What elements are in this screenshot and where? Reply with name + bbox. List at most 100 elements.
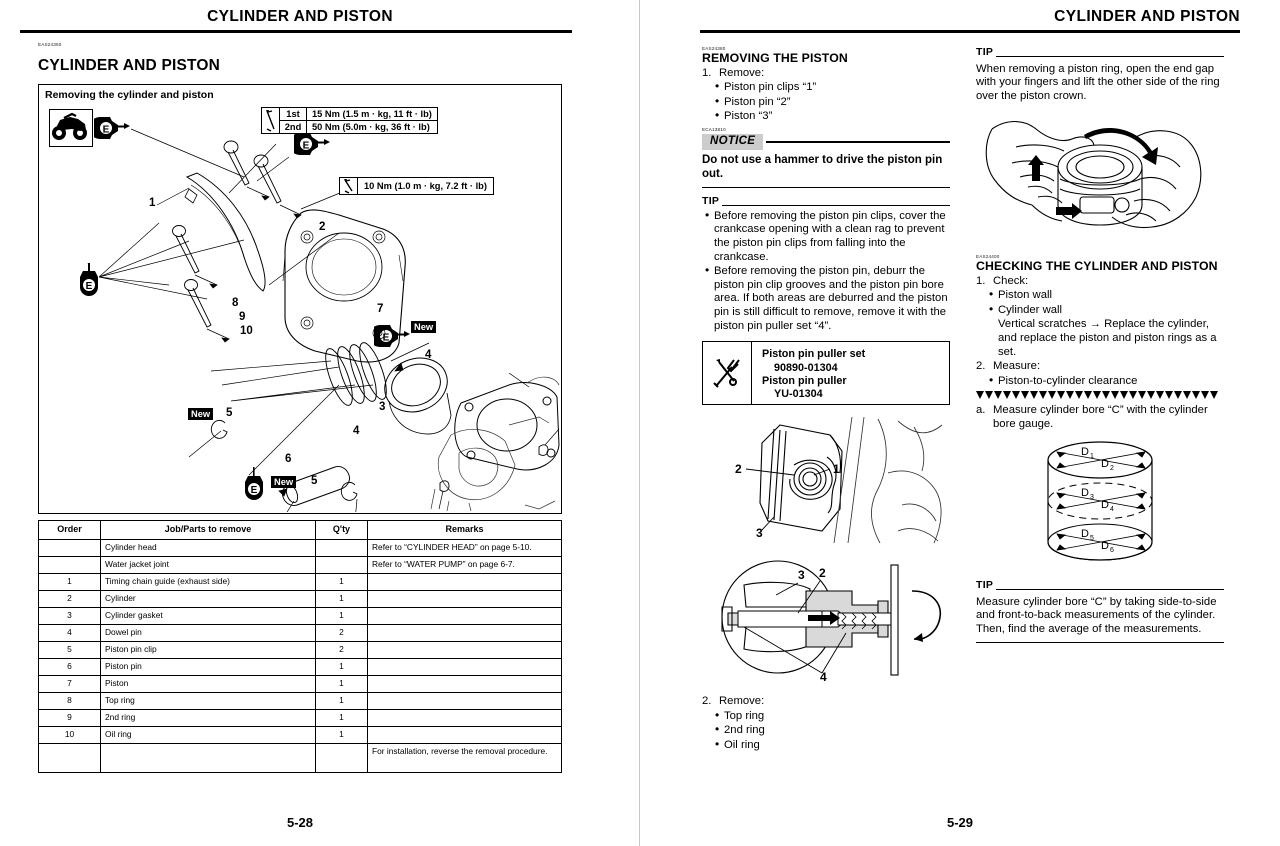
cell-qty: 1: [315, 692, 368, 710]
tool-name-2: Piston pin puller: [762, 374, 847, 387]
cell-order: 1: [38, 573, 101, 591]
heading-checking-cylinder-piston: CHECKING THE CYLINDER AND PISTON: [976, 258, 1218, 273]
cell-part: Dowel pin: [100, 624, 316, 642]
svg-text:E: E: [383, 333, 390, 344]
cell-qty: 2: [315, 641, 368, 659]
cell-order: 6: [38, 658, 101, 676]
atv-icon: [49, 109, 93, 147]
table-row: 8 Top ring 1: [38, 692, 562, 710]
oil-symbol-icon-4: E: [244, 467, 264, 500]
cell-qty: 1: [315, 573, 368, 591]
torque-order: 2nd: [280, 121, 307, 133]
step-1-items: Piston pin clips “1” Piston pin “2” Pist…: [702, 80, 950, 124]
tip-rule: [722, 205, 950, 207]
wrench-icon: [262, 108, 280, 133]
svg-text:2: 2: [1110, 465, 1114, 472]
cell-remarks: [367, 709, 562, 727]
tip-header-ring: TIP: [976, 46, 1224, 60]
page-divider: [639, 0, 640, 846]
cell-order: 3: [38, 607, 101, 625]
step-1: 1. Remove:: [702, 67, 950, 81]
tool-pn-2: YU-01304: [774, 388, 823, 401]
torque-spec-box-1: 1st 15 Nm (1.5 m · kg, 11 ft · lb) 2nd 5…: [261, 107, 438, 134]
table-row: 3 Cylinder gasket 1: [38, 607, 562, 625]
header-rule-left: [20, 30, 572, 33]
torque-row: 10 Nm (1.0 m · kg, 7.2 ft · lb): [358, 178, 493, 194]
table-row: 5 Piston pin clip 2: [38, 641, 562, 659]
cell-order: 9: [38, 709, 101, 727]
bore-label-d5: D: [1081, 528, 1089, 540]
special-tool-text: Piston pin puller set 90890-01304 Piston…: [752, 342, 865, 404]
new-tag-3: New: [411, 321, 437, 333]
bore-label-d4: D: [1101, 499, 1109, 511]
svg-text:6: 6: [1110, 547, 1114, 554]
step-1-number: 1.: [702, 66, 712, 79]
list-item: 2nd ring: [702, 723, 950, 738]
running-head-right: CYLINDER AND PISTON: [1054, 8, 1240, 25]
table-row: 4 Dowel pin 2: [38, 624, 562, 642]
right-column-1: EAS24380 REMOVING THE PISTON 1.Remove: P…: [702, 46, 950, 754]
notice-header: NOTICE: [702, 133, 950, 150]
tip-text-bore: Measure cylinder bore “C” by taking side…: [976, 595, 1217, 635]
cell-qty: 1: [315, 675, 368, 693]
svg-text:4: 4: [1110, 506, 1114, 513]
torque-value: 50 Nm (5.0m · kg, 36 ft · lb): [312, 122, 430, 132]
callout-8: 8: [232, 297, 239, 309]
oil-symbol-icon-3: E: [369, 323, 410, 349]
table-header-remarks: Remarks: [367, 520, 562, 540]
cell-qty: 1: [315, 709, 368, 727]
bore-label-d2: D: [1101, 458, 1109, 470]
notice-label: NOTICE: [702, 133, 764, 150]
svg-text:3: 3: [1090, 494, 1094, 501]
cell-remarks: [367, 692, 562, 710]
fig-label-3: 3: [756, 526, 763, 540]
list-item: Piston pin “2”: [702, 95, 950, 110]
bore-label-d1: D: [1081, 446, 1089, 458]
callout-2: 2: [319, 221, 326, 233]
eas-code-notice: ECA13810: [702, 126, 726, 132]
torque-row: 2nd 50 Nm (5.0m · kg, 36 ft · lb): [280, 120, 437, 133]
cell-part: Oil ring: [100, 726, 316, 744]
step-1-label: Remove:: [719, 66, 765, 79]
wrench-icon-2: [340, 178, 358, 194]
cell-order: 5: [38, 641, 101, 659]
torque-spec-box-2: 10 Nm (1.0 m · kg, 7.2 ft · lb): [339, 177, 494, 195]
cell-part: Piston pin clip: [100, 641, 316, 659]
new-tag-5b: New: [271, 476, 297, 488]
check-step-2-label: Measure:: [993, 360, 1041, 373]
check-step-1-items: Piston wall Cylinder wall: [976, 288, 1224, 317]
right-column-2: TIP When removing a piston ring, open th…: [976, 46, 1224, 644]
notice-text: Do not use a hammer to drive the piston …: [702, 153, 943, 180]
tip-label: TIP: [976, 579, 994, 592]
table-row: Cylinder head Refer to “CYLINDER HEAD” o…: [38, 539, 562, 557]
page-right: CYLINDER AND PISTON: [640, 0, 1280, 846]
cell-qty: 1: [315, 658, 368, 676]
cell-order: 7: [38, 675, 101, 693]
list-item: Before removing the piston pin clips, co…: [702, 209, 950, 264]
special-tool-icon: [703, 342, 752, 405]
cell-part: Water jacket joint: [100, 556, 316, 574]
fig-label-3b: 3: [798, 568, 805, 582]
svg-text:E: E: [251, 485, 258, 496]
table-row: 1 Timing chain guide (exhaust side) 1: [38, 573, 562, 591]
cell-qty: [315, 539, 368, 557]
tip-header-1: TIP: [702, 195, 950, 209]
fig-label-2b: 2: [819, 566, 826, 580]
table-header-parts: Job/Parts to remove: [100, 520, 316, 540]
cell-part: Timing chain guide (exhaust side): [100, 573, 316, 591]
sub-step-a: a.Measure cylinder bore “C” with the cyl…: [976, 404, 1224, 431]
cell-remarks: [367, 675, 562, 693]
check-step-2-number: 2.: [976, 360, 986, 373]
cell-part: 2nd ring: [100, 709, 316, 727]
sub-step-a-letter: a.: [976, 404, 986, 417]
step-2-label: Remove:: [719, 695, 765, 708]
callout-3: 3: [379, 401, 386, 413]
table-row: 2 Cylinder 1: [38, 590, 562, 608]
notice-bottom-rule: [702, 186, 950, 189]
list-item: Piston-to-cylinder clearance: [976, 374, 1224, 389]
table-row: 7 Piston 1: [38, 675, 562, 693]
svg-text:E: E: [103, 125, 110, 136]
cell-order: 4: [38, 624, 101, 642]
